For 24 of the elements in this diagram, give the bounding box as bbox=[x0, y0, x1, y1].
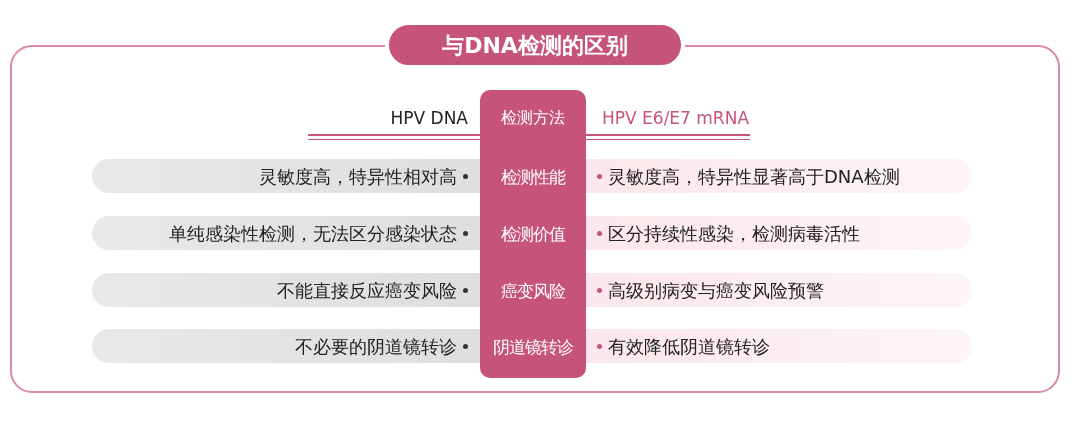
column-header: 检测方法 bbox=[500, 107, 566, 129]
comparison-bar bbox=[586, 329, 972, 363]
comparison-bar bbox=[92, 159, 480, 193]
column-header: HPV DNA bbox=[390, 107, 468, 130]
category-label: 检测价值 bbox=[500, 223, 567, 246]
column-header: HPV E6/E7 mRNA bbox=[602, 107, 750, 130]
category-column bbox=[480, 90, 586, 378]
comparison-bar bbox=[586, 273, 972, 307]
bar-text: 不能直接反应癌变风险 bbox=[277, 278, 457, 303]
bar-text: 区分持续性感染，检测病毒活性 bbox=[608, 221, 860, 246]
category-label: 阴道镜转诊 bbox=[492, 336, 574, 359]
comparison-bar bbox=[92, 216, 480, 250]
bar-text: 有效降低阴道镜转诊 bbox=[608, 334, 770, 359]
bar-text: 不必要的阴道镜转诊 bbox=[295, 334, 457, 359]
comparison-bar bbox=[586, 216, 972, 250]
bar-text: 灵敏度高，特异性显著高于DNA检测 bbox=[608, 164, 900, 189]
bar-text: 灵敏度高，特异性相对高 bbox=[259, 164, 457, 189]
category-label: 检测性能 bbox=[500, 166, 567, 189]
category-label: 癌变风险 bbox=[500, 280, 566, 303]
bar-text: 单纯感染性检测，无法区分感染状态 bbox=[169, 221, 457, 246]
comparison-bar bbox=[92, 329, 480, 363]
comparison-bar bbox=[92, 273, 480, 307]
comparison-bar bbox=[586, 159, 972, 193]
bar-text: 高级别病变与癌变风险预警 bbox=[608, 278, 824, 303]
